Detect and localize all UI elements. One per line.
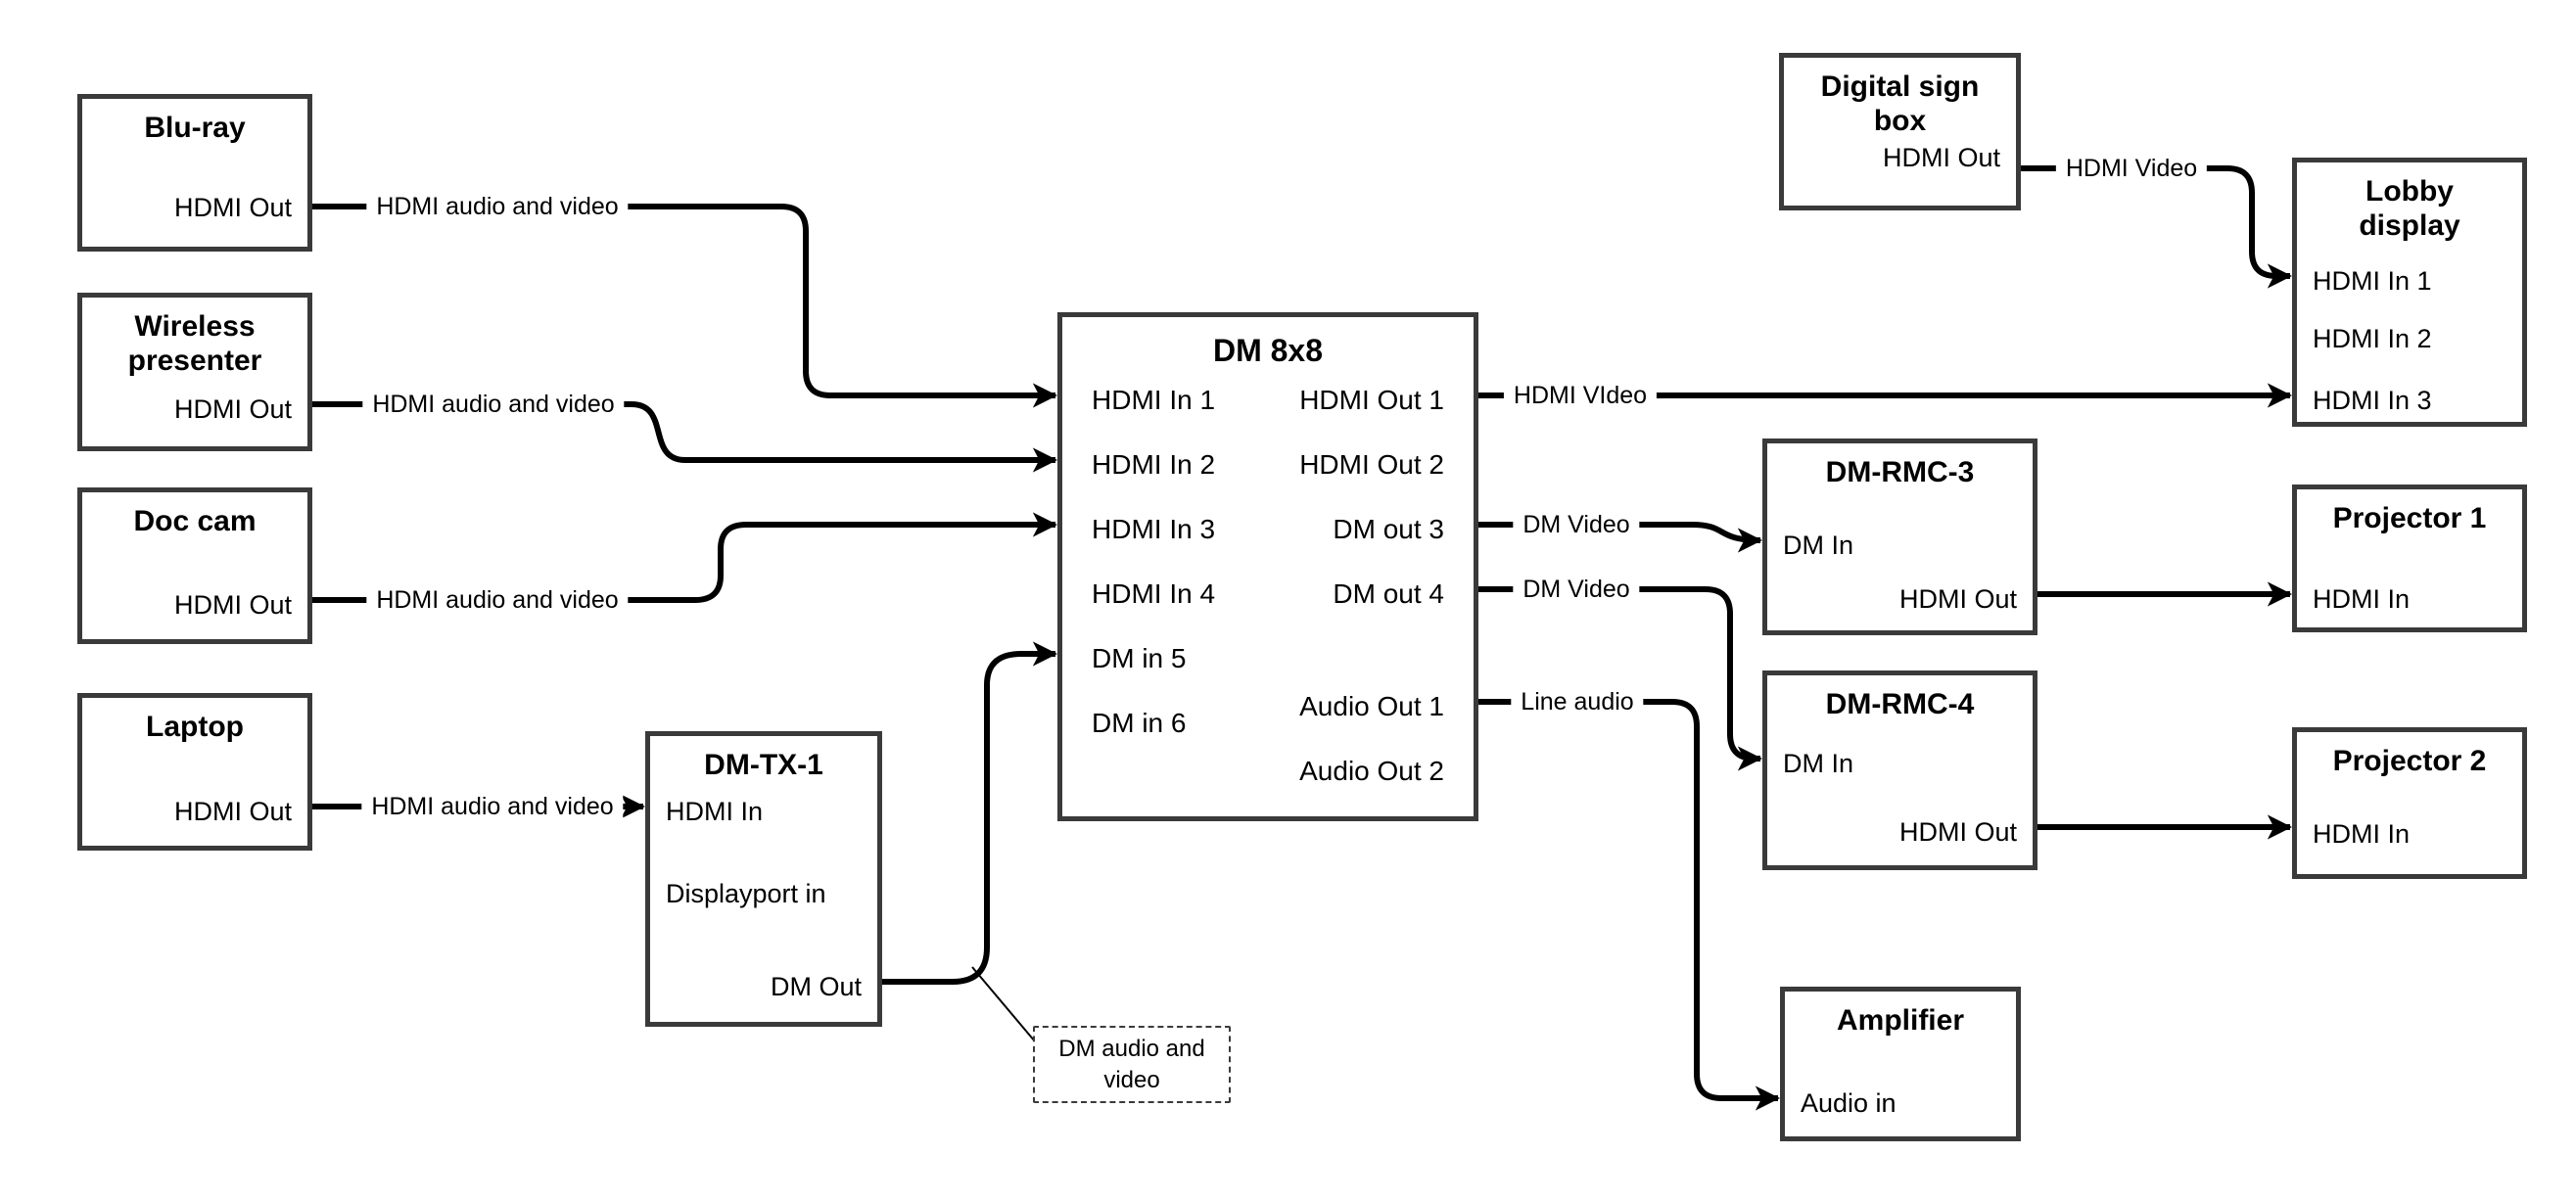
node-projector-1: Projector 1 HDMI In	[2292, 485, 2527, 632]
port-dm8x8-dm-in-6: DM in 6	[1092, 708, 1187, 738]
port-dm8x8-hdmi-out-1: HDMI Out 1	[1299, 385, 1444, 415]
port-dm8x8-hdmi-in-4: HDMI In 4	[1092, 578, 1216, 609]
node-dm-tx-1: DM-TX-1 HDMI In Displayport in DM Out	[645, 731, 882, 1027]
node-projector1-title: Projector 1	[2332, 502, 2487, 534]
port-dm8x8-hdmi-in-1: HDMI In 1	[1092, 385, 1216, 415]
node-lobby-title: Lobby display	[2359, 175, 2460, 243]
edge-label-sign-hdmi-video: HDMI Video	[2055, 154, 2208, 183]
node-dmtx1-title: DM-TX-1	[704, 749, 823, 781]
node-doc-cam: Doc cam HDMI Out	[77, 487, 312, 644]
node-projector2-title: Projector 2	[2332, 745, 2487, 777]
node-lobby-display: Lobby display HDMI In 1 HDMI In 2 HDMI I…	[2292, 158, 2527, 427]
wire-dmtx1-to-dm8x8-in5	[882, 641, 1058, 985]
port-digitalsign-hdmi-out: HDMI Out	[1882, 143, 2000, 172]
callout-text: DM audio and video	[1058, 1036, 1205, 1093]
edge-label-dm-video-rmc3: DM Video	[1513, 510, 1640, 539]
port-lobby-hdmi-in-3: HDMI In 3	[2313, 386, 2432, 415]
node-dm8x8-title: DM 8x8	[1212, 333, 1324, 368]
callout-pointer-line	[971, 966, 1036, 1042]
node-dm-rmc-3: DM-RMC-3 DM In HDMI Out	[1762, 439, 2037, 635]
wire-bluray-to-dm8x8-in1	[312, 204, 1058, 408]
port-dmtx1-displayport-in: Displayport in	[666, 879, 826, 908]
port-amplifier-audio-in: Audio in	[1801, 1088, 1897, 1118]
port-dm8x8-hdmi-in-2: HDMI In 2	[1092, 449, 1216, 480]
node-bluray: Blu-ray HDMI Out	[77, 94, 312, 252]
port-laptop-hdmi-out: HDMI Out	[173, 797, 292, 826]
port-dm8x8-hdmi-in-3: HDMI In 3	[1092, 514, 1216, 544]
node-laptop: Laptop HDMI Out	[77, 693, 312, 851]
edge-label-bluray-hdmi-av: HDMI audio and video	[366, 192, 629, 221]
port-dm8x8-dm-out-4: DM out 4	[1333, 578, 1444, 609]
port-dm8x8-dm-in-5: DM in 5	[1092, 643, 1187, 673]
node-dmrmc4-title: DM-RMC-4	[1825, 688, 1975, 720]
wire-doccam-to-dm8x8-in3	[312, 512, 1058, 603]
port-doccam-hdmi-out: HDMI Out	[173, 590, 292, 620]
node-bluray-title: Blu-ray	[144, 112, 246, 144]
edge-label-laptop-hdmi-av: HDMI audio and video	[361, 792, 624, 821]
node-dmrmc3-title: DM-RMC-3	[1825, 456, 1975, 488]
node-wireless-presenter: Wireless presenter HDMI Out	[77, 293, 312, 451]
edge-label-wireless-hdmi-av: HDMI audio and video	[362, 390, 625, 419]
port-dm8x8-hdmi-out-2: HDMI Out 2	[1299, 449, 1444, 480]
port-lobby-hdmi-in-2: HDMI In 2	[2313, 324, 2432, 353]
node-laptop-title: Laptop	[146, 711, 244, 743]
edge-label-dm-video-rmc4: DM Video	[1513, 575, 1640, 604]
node-digitalsign-title: Digital sign box	[1820, 70, 1980, 138]
port-bluray-hdmi-out: HDMI Out	[173, 193, 292, 222]
wire-dm8x8-out4-to-dmrmc4	[1478, 586, 1763, 771]
edge-label-doccam-hdmi-av: HDMI audio and video	[366, 585, 629, 615]
port-dmtx1-dm-out: DM Out	[770, 972, 862, 1001]
port-lobby-hdmi-in-1: HDMI In 1	[2313, 266, 2432, 296]
node-projector-2: Projector 2 HDMI In	[2292, 727, 2527, 879]
node-amplifier: Amplifier Audio in	[1780, 987, 2021, 1141]
port-projector2-hdmi-in: HDMI In	[2313, 819, 2411, 849]
port-dm8x8-audio-out-1: Audio Out 1	[1299, 691, 1444, 721]
port-dm8x8-audio-out-2: Audio Out 2	[1299, 756, 1444, 786]
port-wireless-hdmi-out: HDMI Out	[173, 394, 292, 424]
port-dmtx1-hdmi-in: HDMI In	[666, 797, 764, 826]
port-dmrmc3-dm-in: DM In	[1783, 531, 1854, 560]
node-wireless-title: Wireless presenter	[127, 310, 262, 378]
wire-dm8x8-aout1-to-amplifier	[1478, 699, 1781, 1111]
wire-dm8x8-out3-to-dmrmc3	[1478, 522, 1763, 553]
node-dm-rmc-4: DM-RMC-4 DM In HDMI Out	[1762, 670, 2037, 870]
node-amplifier-title: Amplifier	[1836, 1004, 1965, 1037]
port-dmrmc3-hdmi-out: HDMI Out	[1898, 584, 2017, 614]
edge-label-hdmi-video-main: HDMI VIdeo	[1503, 381, 1658, 410]
port-dmrmc4-hdmi-out: HDMI Out	[1898, 817, 2017, 847]
port-dmrmc4-dm-in: DM In	[1783, 749, 1854, 778]
wire-wireless-to-dm8x8-in2	[312, 401, 1058, 473]
node-doccam-title: Doc cam	[133, 505, 257, 537]
wire-digitalsign-to-lobby-in1	[2021, 165, 2293, 289]
edge-label-line-audio: Line audio	[1511, 687, 1644, 716]
node-dm-8x8: DM 8x8 HDMI In 1 HDMI In 2 HDMI In 3 HDM…	[1057, 312, 1478, 821]
port-dm8x8-dm-out-3: DM out 3	[1333, 514, 1444, 544]
node-digital-sign-box: Digital sign box HDMI Out	[1779, 53, 2021, 210]
port-projector1-hdmi-in: HDMI In	[2313, 584, 2411, 614]
callout-dm-audio-video: DM audio and video	[1033, 1026, 1231, 1103]
